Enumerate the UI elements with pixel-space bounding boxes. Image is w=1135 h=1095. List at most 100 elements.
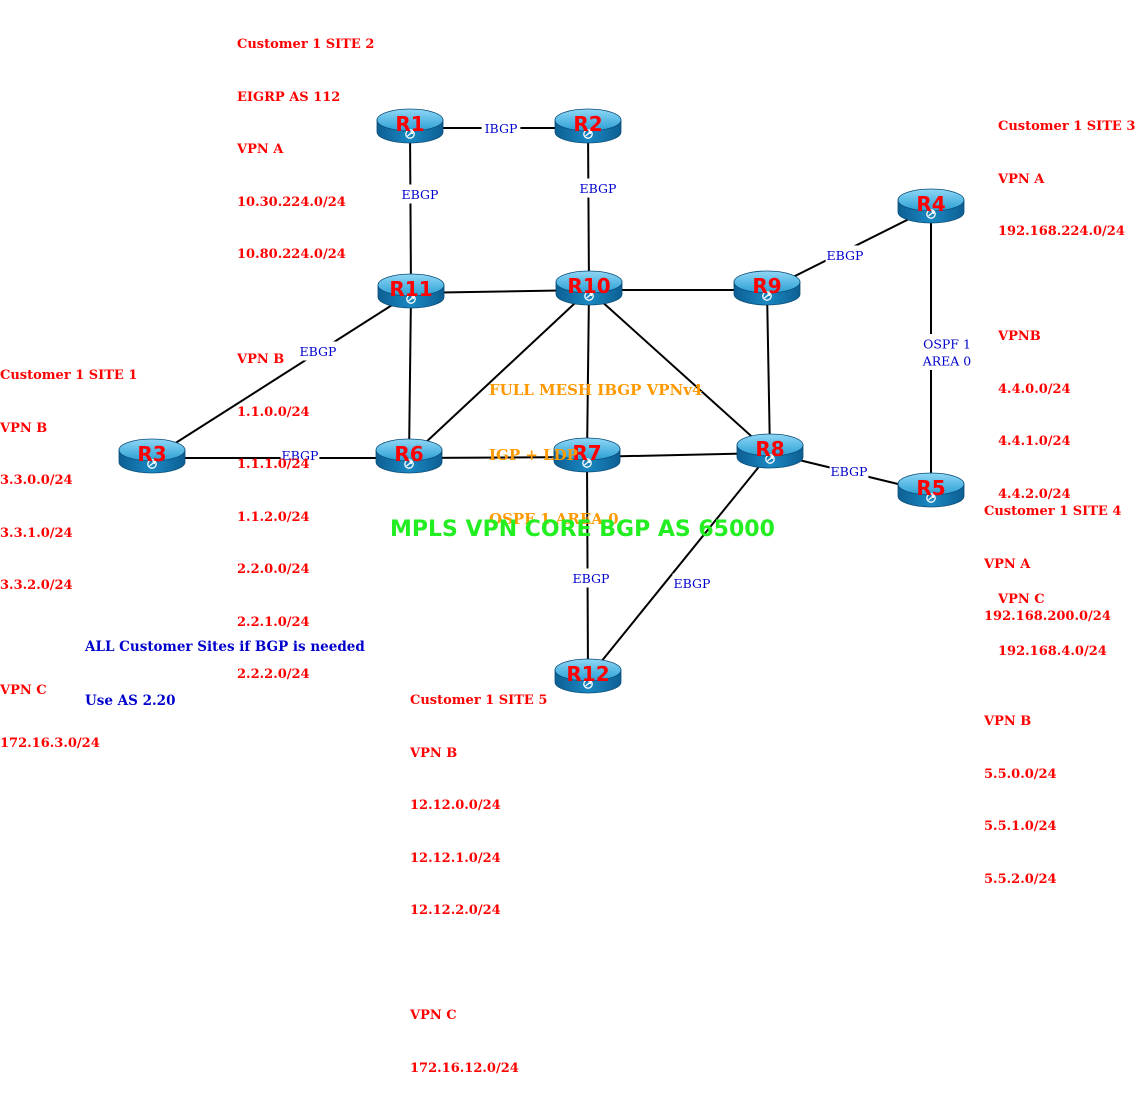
link-r8-r12 <box>587 452 771 679</box>
router-arrows-icon <box>406 294 416 304</box>
site3-line: VPN C <box>998 591 1045 607</box>
bgp-note-line: ALL Customer Sites if BGP is needed <box>85 639 365 655</box>
router-r6[interactable]: R6 <box>375 438 443 474</box>
site3-line: 192.168.4.0/24 <box>998 644 1107 659</box>
site3-line: VPN A <box>998 171 1045 187</box>
router-arrows-icon <box>583 129 593 139</box>
site4-line: 5.5.0.0/24 <box>984 766 1057 782</box>
link-r9-r8 <box>766 289 771 454</box>
site2-line: 2.2.1.0/24 <box>237 614 310 630</box>
router-r2[interactable]: R2 <box>554 108 622 144</box>
site4-line <box>984 661 1121 679</box>
core-info-line: OSPF 1 AREA 0 <box>489 510 619 528</box>
router-r10[interactable]: R10 <box>555 270 623 306</box>
router-label: R5 <box>916 476 945 500</box>
router-label: R10 <box>567 274 610 298</box>
site2-line <box>237 299 374 317</box>
router-arrows-icon <box>405 129 415 139</box>
router-arrows-icon <box>147 459 157 469</box>
core-info-line: IGP + LDP <box>489 445 578 464</box>
site5-info: Customer 1 SITE 5 VPN B 12.12.0.0/24 12.… <box>410 657 547 1095</box>
link-label-r11-r3: EBGP <box>300 344 337 359</box>
site1-line: 3.3.2.0/24 <box>0 578 73 593</box>
site1-line: 172.16.3.0/24 <box>0 735 100 751</box>
router-arrows-icon <box>926 209 936 219</box>
router-r3[interactable]: R3 <box>118 438 186 474</box>
link-r11-r3 <box>151 292 412 459</box>
link-label-bg <box>829 461 869 481</box>
site2-line: 10.30.224.0/24 <box>237 194 346 210</box>
link-label-bg <box>298 341 338 361</box>
router-top <box>377 273 445 297</box>
link-label-r1-r2: IBGP <box>485 121 518 136</box>
router-r12[interactable]: R12 <box>554 658 622 694</box>
site4-line: Customer 1 SITE 4 <box>984 504 1122 519</box>
link-label-r8-r5: EBGP <box>831 464 868 479</box>
site3-line <box>998 276 1135 294</box>
router-arrows-icon <box>762 291 772 301</box>
router-arrows-icon <box>404 459 414 469</box>
router-label: R6 <box>394 442 423 466</box>
site2-line: 1.1.0.0/24 <box>237 404 310 420</box>
link-label-bg <box>672 573 712 593</box>
site5-line: 12.12.0.0/24 <box>410 798 501 813</box>
site5-line: 172.16.12.0/24 <box>410 1060 519 1076</box>
site4-line: 5.5.1.0/24 <box>984 819 1057 834</box>
router-top <box>897 472 965 496</box>
site3-line: 4.4.0.0/24 <box>998 381 1071 397</box>
router-r5[interactable]: R5 <box>897 472 965 508</box>
core-title: MPLS VPN CORE BGP AS 65000 <box>390 517 775 542</box>
router-arrows-icon <box>926 493 936 503</box>
site3-line: Customer 1 SITE 3 <box>998 119 1135 134</box>
link-label-r8-r12: EBGP <box>674 576 711 591</box>
site3-line: 192.168.224.0/24 <box>998 224 1125 239</box>
router-label: R7 <box>572 441 601 465</box>
router-r4[interactable]: R4 <box>897 188 965 224</box>
site5-line: 12.12.2.0/24 <box>410 903 501 918</box>
router-r7[interactable]: R7 <box>553 437 621 473</box>
router-label: R12 <box>566 662 609 686</box>
link-label-bg <box>919 334 975 370</box>
router-top <box>553 437 621 461</box>
site1-line: Customer 1 SITE 1 <box>0 368 138 383</box>
site3-line: 4.4.2.0/24 <box>998 486 1071 502</box>
link-label-r7-r12: EBGP <box>573 571 610 586</box>
router-top <box>554 108 622 132</box>
bgp-note: ALL Customer Sites if BGP is needed Use … <box>85 602 365 728</box>
core-info: FULL MESH IBGP VPNv4 IGP + LDP OSPF 1 AR… <box>489 337 702 552</box>
site4-line: 192.168.200.0/24 <box>984 609 1111 624</box>
router-top <box>736 433 804 457</box>
site1-line: VPN B <box>0 420 48 436</box>
router-label: R11 <box>389 277 432 301</box>
link-r10-r6 <box>408 289 590 459</box>
site5-line: 12.12.1.0/24 <box>410 850 501 866</box>
site3-info: Customer 1 SITE 3 VPN A 192.168.224.0/24… <box>998 83 1135 678</box>
link-r1-r11 <box>409 127 412 294</box>
router-label: R8 <box>755 437 784 461</box>
router-r11[interactable]: R11 <box>377 273 445 309</box>
site2-info: Customer 1 SITE 2 EIGRP AS 112 VPN A 10.… <box>237 1 374 701</box>
site2-line: 2.2.0.0/24 <box>237 562 310 577</box>
router-r9[interactable]: R9 <box>733 270 801 306</box>
router-r1[interactable]: R1 <box>376 108 444 144</box>
router-r8[interactable]: R8 <box>736 433 804 469</box>
router-label: R2 <box>573 112 602 136</box>
site2-line: 1.1.2.0/24 <box>237 509 310 525</box>
link-label-bg <box>578 178 618 198</box>
site3-line: 4.4.1.0/24 <box>998 434 1071 449</box>
router-label: R1 <box>395 112 424 136</box>
link-label-r3-r6: EBGP <box>282 448 319 463</box>
router-label: R3 <box>137 442 166 466</box>
link-r10-r8 <box>588 289 771 454</box>
router-label: R9 <box>752 274 781 298</box>
link-r11-r6 <box>408 292 412 459</box>
site4-line: 5.5.2.0/24 <box>984 871 1057 887</box>
site2-line: VPN A <box>237 142 284 157</box>
link-label-bg <box>481 118 521 138</box>
site2-line: 2.2.2.0/24 <box>237 667 310 682</box>
site2-line: 1.1.1.0/24 <box>237 457 310 472</box>
site4-line: VPN B <box>984 714 1032 729</box>
